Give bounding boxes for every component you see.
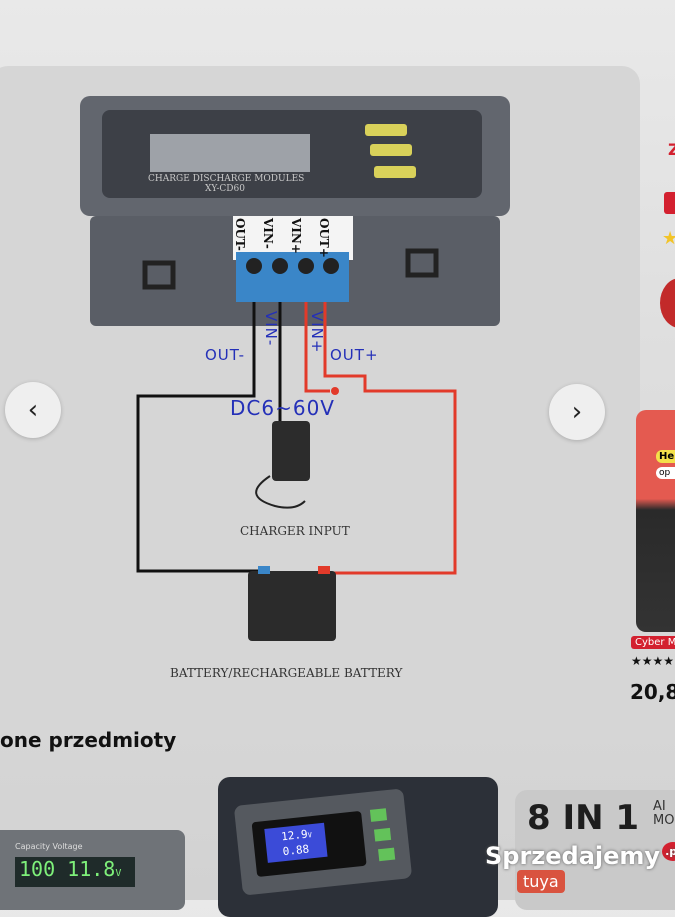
section-heading: one przedmioty [0,728,177,752]
module-model: XY-CD60 [205,184,245,194]
display-value: 12.9 [280,827,309,844]
wire-label-out-minus: OUT- [205,346,245,364]
card-subtitle: MO [653,813,675,828]
product-image-gallery: CHARGE DISCHARGE MODULES XY-CD60 OUT- VI… [0,66,640,708]
display-unit: V [115,868,122,879]
charger-label: CHARGER INPUT [240,524,350,538]
promo-tag: He [656,450,675,463]
rating-stars-icon: ★★★★ [631,654,675,668]
card-title: 8 IN 1 [527,798,640,838]
display-value: 100 [19,857,56,881]
chevron-left-icon: ‹ [27,395,39,425]
wire-label-vin-minus: VIN- [262,311,280,347]
display-unit: V [307,831,313,840]
sidebar-price: 20,8 [630,680,675,704]
module-body [80,96,510,326]
promo-tag: op [656,467,675,479]
card-caption: Capacity Voltage [15,842,83,851]
wire-label-out-plus: OUT+ [330,346,379,364]
sidebar-deal-badge: Cyber M [631,636,675,649]
battery-label: BATTERY/RECHARGEABLE BATTERY [170,666,403,680]
module-caption: CHARGE DISCHARGE MODULES [148,174,305,184]
star-icon: ★ [662,228,675,249]
chevron-right-icon: › [571,397,583,427]
next-image-button[interactable]: › [549,384,605,440]
wire-label-vin-plus: VIN+ [308,311,326,354]
wiring-diagram-image [80,96,510,641]
terminal-label: OUT- [233,218,247,251]
previous-image-button[interactable]: ‹ [5,382,61,438]
terminal-label: OUT+ [317,218,331,258]
voltage-label: DC6~60V [230,396,335,420]
display-value: 11.8 [67,857,116,881]
similar-item-card[interactable]: Capacity Voltage 100 11.8V [0,830,185,910]
sidebar-red-badge [664,192,675,214]
sidebar-red-circle [660,278,675,328]
terminal-label: VIN- [261,218,275,249]
sprzedajemy-watermark: Sprzedajemy.pl [485,842,675,870]
sidebar-product-card[interactable]: He op [636,410,675,632]
similar-item-card[interactable]: 12.9V 0.88 [218,777,498,917]
card-subtitle: AI [653,799,666,814]
tuya-logo: tuya [517,870,565,893]
terminal-label: VIN+ [289,218,303,254]
sidebar-red-letter: Z [668,140,675,159]
